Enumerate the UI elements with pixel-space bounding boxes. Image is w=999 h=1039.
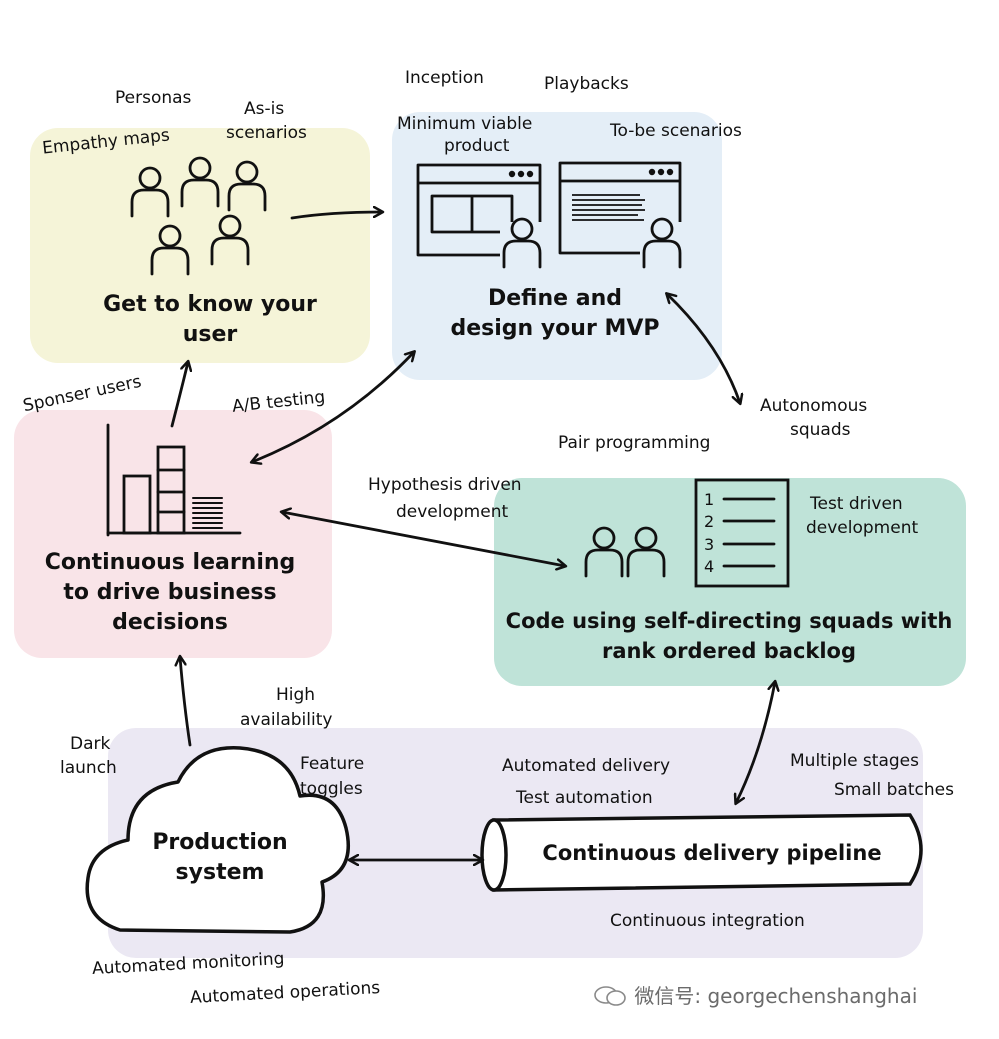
label-dark-2: launch xyxy=(60,758,117,778)
production-system-label: Production system xyxy=(120,828,320,888)
label-small-batches: Small batches xyxy=(834,780,954,800)
label-tdd-2: development xyxy=(806,518,919,538)
label-inception: Inception xyxy=(405,68,484,88)
label-hypothesis-1: Hypothesis driven xyxy=(368,475,522,495)
bar-chart-icon xyxy=(106,423,242,537)
production-line-1: Production xyxy=(152,830,288,855)
learning-title-line-3: decisions xyxy=(112,610,228,635)
code-title-line-2: rank ordered backlog xyxy=(601,639,857,663)
label-multiple-stages: Multiple stages xyxy=(790,751,919,771)
label-high-2: availability xyxy=(240,710,333,730)
pipeline-shape xyxy=(480,813,923,892)
watermark: 微信号: georgechenshanghai xyxy=(594,980,917,1009)
arrow-production-to-learning xyxy=(180,657,192,747)
learning-title: Continuous learning to drive business de… xyxy=(20,548,320,638)
label-as-is-1: As-is xyxy=(244,99,285,119)
label-mvp-2: product xyxy=(444,136,510,156)
mvp-viewer-person-icon xyxy=(500,217,684,269)
arrow-learning-to-user xyxy=(170,362,188,428)
label-dark-1: Dark xyxy=(70,734,111,754)
arrow-pipeline-code xyxy=(736,682,775,803)
know-user-region xyxy=(30,128,370,363)
label-to-be: To-be scenarios xyxy=(610,121,742,141)
watermark-text: 微信号: georgechenshanghai xyxy=(634,984,918,1008)
label-auto-delivery: Automated delivery xyxy=(502,756,671,776)
define-mvp-title: Define and design your MVP xyxy=(405,284,705,344)
production-line-2: system xyxy=(175,860,265,885)
label-autonomous-2: squads xyxy=(790,420,851,440)
label-playbacks: Playbacks xyxy=(544,74,629,94)
backlog-number-1: 1 xyxy=(704,490,714,509)
label-tdd-1: Test driven xyxy=(810,494,903,514)
backlog-number-3: 3 xyxy=(704,535,714,554)
label-feature-1: Feature xyxy=(300,754,365,774)
label-feature-2: toggles xyxy=(300,779,363,799)
label-high-1: High xyxy=(276,685,316,705)
learning-title-line-1: Continuous learning xyxy=(44,550,296,575)
know-user-title: Get to know your user xyxy=(60,290,360,350)
label-continuous-integration: Continuous integration xyxy=(610,911,805,931)
mvp-screens-icon xyxy=(416,161,682,257)
define-mvp-title-line-1: Define and xyxy=(488,286,622,311)
label-test-automation: Test automation xyxy=(516,788,653,808)
label-personas: Personas xyxy=(115,88,192,108)
backlog-number-2: 2 xyxy=(704,512,714,531)
arrow-learning-code xyxy=(282,512,565,566)
backlog-list-icon xyxy=(694,478,790,588)
users-group-icon xyxy=(130,156,267,276)
wechat-icon xyxy=(594,985,628,1007)
pair-programmers-icon xyxy=(584,526,666,578)
backlog-number-4: 4 xyxy=(704,557,714,576)
learning-title-line-2: to drive business xyxy=(63,580,277,605)
code-title-line-1: Code using self-directing squads with xyxy=(505,609,953,633)
label-hypothesis-2: development xyxy=(396,502,509,522)
label-pair-programming: Pair programming xyxy=(558,433,711,453)
code-title: Code using self-directing squads with ra… xyxy=(496,606,962,666)
arrow-mvp-code xyxy=(667,294,740,403)
arrow-user-to-mvp xyxy=(290,212,382,220)
define-mvp-title-line-2: design your MVP xyxy=(450,316,660,341)
code-region xyxy=(494,478,966,686)
label-mvp-1: Minimum viable xyxy=(397,114,533,134)
pipeline-label: Continuous delivery pipeline xyxy=(542,841,882,865)
arrow-learning-mvp xyxy=(252,352,414,462)
know-user-title-line-2: user xyxy=(182,322,238,347)
label-as-is-2: scenarios xyxy=(226,123,307,143)
production-cloud-shape xyxy=(85,746,351,934)
know-user-title-line-1: Get to know your xyxy=(103,292,317,317)
label-autonomous-1: Autonomous xyxy=(760,396,868,416)
